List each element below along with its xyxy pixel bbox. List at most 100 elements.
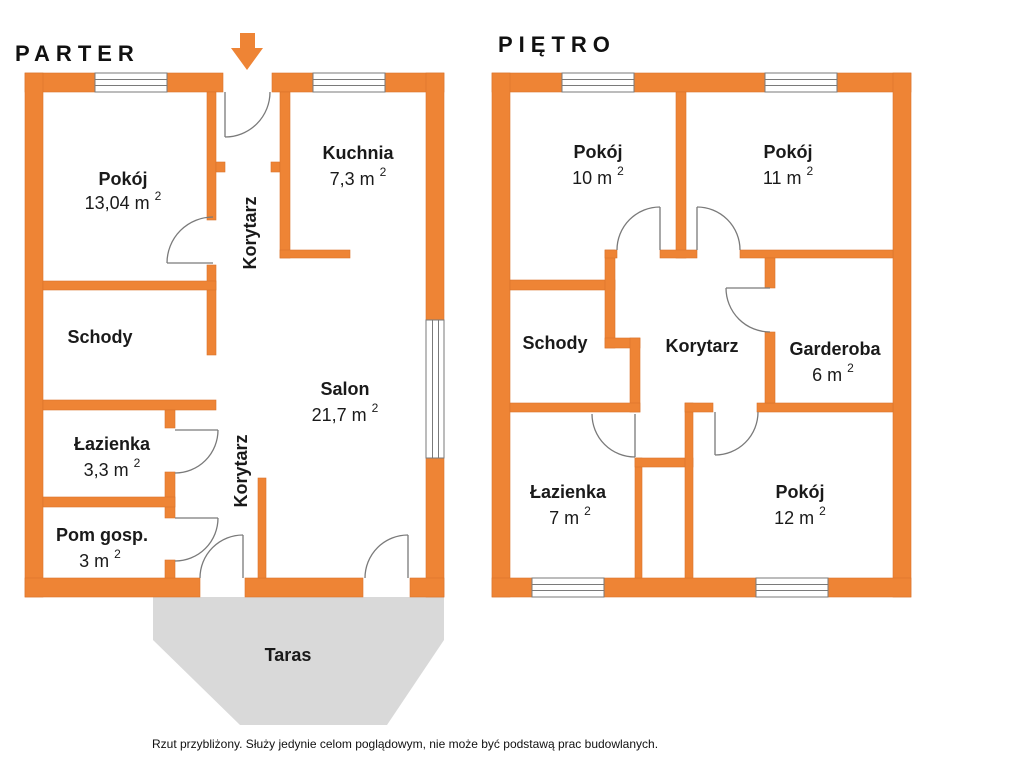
parter-title: PARTER xyxy=(15,41,140,66)
area-value: 11 m xyxy=(763,168,802,188)
area-value: 7,3 m xyxy=(330,169,375,189)
door xyxy=(714,411,759,456)
wall xyxy=(206,91,217,221)
room-name: Łazienka xyxy=(74,434,151,454)
terrace-door xyxy=(364,534,409,579)
room-name: Pom gosp. xyxy=(56,525,148,545)
area-value: 21,7 m xyxy=(312,405,367,425)
wall xyxy=(764,257,776,289)
wall xyxy=(684,402,694,579)
terrace xyxy=(153,597,444,725)
area-exponent: 2 xyxy=(847,361,854,375)
area-exponent: 2 xyxy=(819,504,826,518)
room-name: Korytarz xyxy=(240,196,260,269)
area-exponent: 2 xyxy=(372,401,379,415)
wall xyxy=(270,161,281,173)
wall xyxy=(42,280,217,291)
wall xyxy=(675,91,687,259)
room-name: Korytarz xyxy=(231,434,251,507)
wall xyxy=(509,402,641,413)
wall xyxy=(164,471,176,519)
wall xyxy=(604,249,618,259)
room-name: Salon xyxy=(320,379,369,399)
wall xyxy=(257,477,267,579)
area-exponent: 2 xyxy=(134,456,141,470)
disclaimer-footer: Rzut przybliżony. Służy jedynie celom po… xyxy=(152,737,658,751)
door xyxy=(696,206,741,251)
wall xyxy=(509,279,616,291)
room-name: Schody xyxy=(522,333,587,353)
room-name: Pokój xyxy=(775,482,824,502)
pietro-doors xyxy=(591,206,771,458)
door xyxy=(166,216,214,264)
wall xyxy=(756,402,894,413)
arrow-down-icon xyxy=(231,33,263,70)
area-exponent: 2 xyxy=(155,189,162,203)
window xyxy=(764,72,838,93)
wall xyxy=(409,577,445,598)
room-name: Pokój xyxy=(98,169,147,189)
wall xyxy=(892,72,912,598)
area-exponent: 2 xyxy=(380,165,387,179)
wall xyxy=(215,161,226,173)
wall xyxy=(206,264,217,356)
room-area: 3,3 m 2 xyxy=(84,456,141,480)
area-value: 10 m xyxy=(572,168,612,188)
room-name: Schody xyxy=(67,327,132,347)
door xyxy=(725,287,771,333)
wall xyxy=(279,249,351,259)
parter-doors xyxy=(166,91,409,579)
room-area: 7,3 m 2 xyxy=(330,165,387,189)
wall xyxy=(244,577,364,598)
room-name: Taras xyxy=(265,645,312,665)
wall xyxy=(42,496,176,508)
wall xyxy=(634,457,694,468)
wall xyxy=(425,457,445,598)
wall xyxy=(42,399,217,411)
wall xyxy=(739,249,894,259)
wall xyxy=(24,72,44,598)
window xyxy=(425,319,445,459)
entrance-door xyxy=(224,91,271,138)
area-value: 13,04 m xyxy=(85,193,150,213)
door xyxy=(174,517,219,562)
room-area: 10 m 2 xyxy=(572,164,624,188)
door xyxy=(591,413,636,458)
area-value: 12 m xyxy=(774,508,814,528)
room-area: 12 m 2 xyxy=(774,504,826,528)
wall xyxy=(24,577,201,598)
room-area: 6 m 2 xyxy=(812,361,854,385)
wall xyxy=(279,91,291,259)
room-area: 7 m 2 xyxy=(549,504,591,528)
area-value: 3,3 m xyxy=(84,460,129,480)
parter-walls xyxy=(24,72,445,598)
window xyxy=(755,577,829,598)
wall xyxy=(425,72,445,321)
area-exponent: 2 xyxy=(584,504,591,518)
room-name: Korytarz xyxy=(665,336,738,356)
area-value: 7 m xyxy=(549,508,579,528)
area-value: 6 m xyxy=(812,365,842,385)
area-exponent: 2 xyxy=(617,164,624,178)
room-area: 21,7 m 2 xyxy=(312,401,379,425)
area-value: 3 m xyxy=(79,551,109,571)
room-area: 3 m 2 xyxy=(79,547,121,571)
window xyxy=(94,72,168,93)
door xyxy=(616,206,661,251)
parter-plan: Pokój 13,04 m 2 Kuchnia 7,3 m 2 Korytarz S… xyxy=(24,72,445,725)
wall xyxy=(684,402,714,413)
wall xyxy=(491,72,511,598)
pietro-windows xyxy=(531,72,838,598)
wall xyxy=(604,249,616,349)
area-exponent: 2 xyxy=(114,547,121,561)
wall xyxy=(634,457,643,579)
area-exponent: 2 xyxy=(807,164,814,178)
wall xyxy=(659,249,698,259)
wall xyxy=(764,331,776,404)
room-name: Kuchnia xyxy=(322,143,394,163)
room-name: Pokój xyxy=(763,142,812,162)
door xyxy=(174,429,219,474)
room-area: 11 m 2 xyxy=(763,164,814,188)
